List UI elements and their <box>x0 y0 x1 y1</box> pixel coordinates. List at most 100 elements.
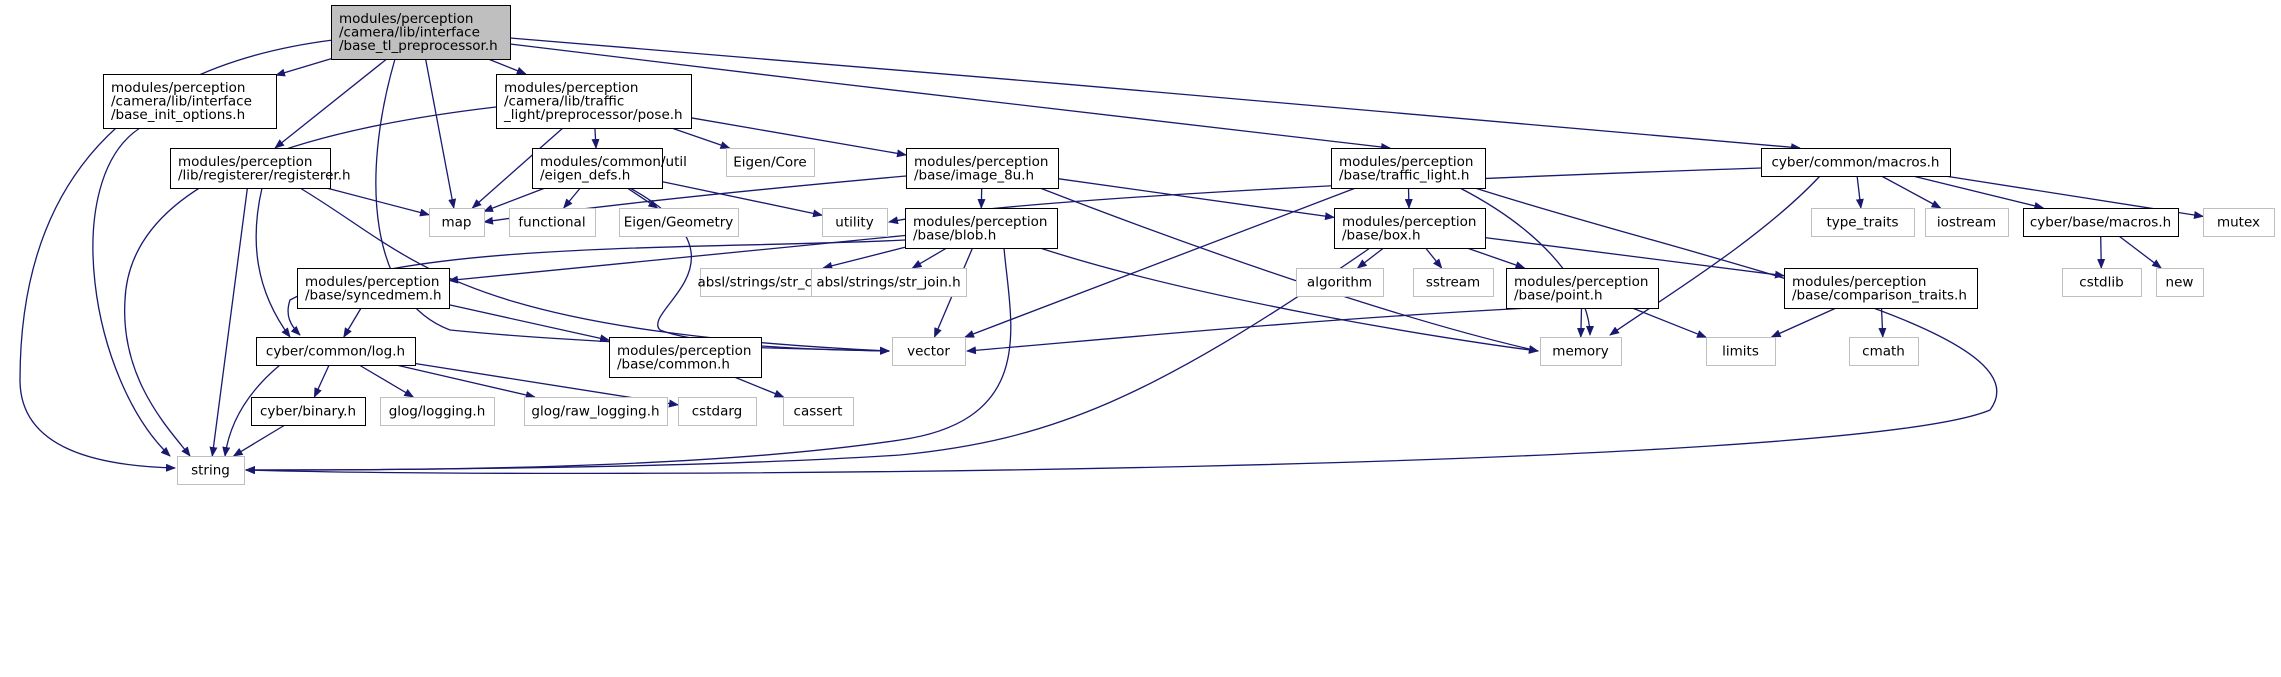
node-label-line: cmath <box>1862 344 1905 360</box>
node-box <box>251 397 366 426</box>
edge-box-to-algorithm <box>1356 247 1384 269</box>
node-init-options[interactable]: modules/perception/camera/lib/interface/… <box>103 74 277 129</box>
node-utility: utility <box>822 208 888 237</box>
node-eigen-defs[interactable]: modules/common/util/eigen_defs.h <box>532 148 687 189</box>
edge-cyber_macros-to-base_macros <box>1912 175 2045 210</box>
edge-point-to-vector <box>966 307 1531 355</box>
node-box <box>609 337 762 378</box>
node-syncedmem[interactable]: modules/perception/base/syncedmem.h <box>297 268 450 309</box>
edge-pose-to-string <box>124 106 497 457</box>
node-label-line: Eigen/Core <box>733 155 807 171</box>
edge-box-to-string <box>245 247 1371 474</box>
node-box <box>2156 268 2204 297</box>
node-cstdarg: cstdarg <box>678 397 757 426</box>
node-box <box>811 268 967 297</box>
node-label-line: /lib/registerer/registerer.h <box>178 167 351 183</box>
edge-comparison-to-cmath <box>1878 307 1887 338</box>
node-label-line: absl/strings/str_cat.h <box>698 275 839 291</box>
node-box <box>380 397 495 426</box>
edge-point-to-memory <box>1577 307 1586 338</box>
node-memory: memory <box>1540 337 1622 366</box>
edge-common-to-cassert <box>734 376 785 398</box>
edge-base_macros-to-cstdlib <box>2097 235 2106 269</box>
node-root[interactable]: modules/perception/camera/lib/interface/… <box>331 5 511 60</box>
node-cyber-macros[interactable]: cyber/common/macros.h <box>1761 148 1951 177</box>
node-label-line: modules/perception <box>1339 154 1473 170</box>
node-map: map <box>429 208 485 237</box>
node-label-line: /base/traffic_light.h <box>1339 167 1469 183</box>
edge-box-to-comparison <box>1484 236 1785 279</box>
node-label-line: modules/perception <box>617 343 751 359</box>
edge-box-to-sstream <box>1425 247 1443 269</box>
node-log[interactable]: cyber/common/log.h <box>256 337 416 366</box>
node-label-line: glog/raw_logging.h <box>531 404 659 420</box>
node-box <box>1506 268 1659 309</box>
edge-root-to-init_options <box>275 58 332 77</box>
edge-pose-to-map <box>471 127 564 209</box>
edge-blob-to-log <box>287 239 906 336</box>
node-label-line: map <box>442 215 472 231</box>
node-label-line: modules/perception <box>1342 214 1476 230</box>
node-label-line: modules/perception <box>111 80 245 96</box>
edge-cyber_macros-to-iostream <box>1881 175 1942 209</box>
node-label-line: modules/perception <box>913 214 1047 230</box>
edge-traffic_light-to-string <box>245 187 1998 475</box>
node-box <box>331 5 511 60</box>
node-label-line: /base_tl_preprocessor.h <box>339 38 498 54</box>
edge-syncedmem-to-common <box>448 304 610 343</box>
node-label-line: cyber/base/macros.h <box>2030 215 2171 231</box>
node-box <box>905 208 1058 249</box>
node-label-line: iostream <box>1937 215 1996 231</box>
node-label-line: absl/strings/str_join.h <box>816 275 960 291</box>
node-label-line: /camera/lib/interface <box>111 94 252 110</box>
node-box <box>783 397 854 426</box>
node-box <box>1331 148 1486 189</box>
node-label-line: /base/box.h <box>1342 227 1421 243</box>
node-registerer[interactable]: modules/perception/lib/registerer/regist… <box>170 148 351 189</box>
node-binary[interactable]: cyber/binary.h <box>251 397 366 426</box>
edge-base_macros-to-new <box>2118 235 2162 269</box>
node-vector: vector <box>892 337 966 366</box>
node-box <box>1761 148 1951 177</box>
node-eigen-geometry: Eigen/Geometry <box>619 208 739 237</box>
node-comparison[interactable]: modules/perception/base/comparison_trait… <box>1784 268 1978 309</box>
node-label-line: /base/point.h <box>1514 287 1603 303</box>
node-label-line: cstdarg <box>692 404 742 420</box>
node-label-line: cyber/common/log.h <box>266 344 405 360</box>
node-layer: modules/perception/camera/lib/interface /… <box>103 5 2275 485</box>
edge-log-to-string <box>222 364 281 457</box>
node-box <box>524 397 668 426</box>
node-label-line: modules/common/util <box>540 154 687 170</box>
edge-pose-to-eigen_defs <box>591 127 600 149</box>
node-box <box>429 208 485 237</box>
node-box[interactable]: modules/perception/base/box.h <box>1334 208 1486 249</box>
node-cmath: cmath <box>1849 337 1919 366</box>
node-box <box>1334 208 1486 249</box>
edge-eigen_defs-to-map <box>483 187 546 213</box>
edge-syncedmem-to-log <box>343 307 362 338</box>
node-iostream: iostream <box>1925 208 2009 237</box>
node-box <box>726 148 815 177</box>
node-label-line: modules/perception <box>504 80 638 96</box>
edge-eigen_defs-to-eigen_geometry <box>626 187 659 209</box>
node-label-line: string <box>191 463 230 479</box>
node-image8u[interactable]: modules/perception/base/image_8u.h <box>906 148 1059 189</box>
node-point[interactable]: modules/perception/base/point.h <box>1506 268 1659 309</box>
node-pose[interactable]: modules/perception/camera/lib/traffic_li… <box>496 74 692 129</box>
node-box <box>103 74 277 129</box>
node-traffic-light[interactable]: modules/perception/base/traffic_light.h <box>1331 148 1486 189</box>
edge-binary-to-string <box>232 424 286 457</box>
edge-image8u-to-box <box>1057 178 1335 221</box>
node-blob[interactable]: modules/perception/base/blob.h <box>905 208 1058 249</box>
node-box <box>177 456 245 485</box>
node-common[interactable]: modules/perception/base/common.h <box>609 337 762 378</box>
node-label-line: cstdlib <box>2079 275 2123 291</box>
edge-root-to-map <box>424 58 457 209</box>
node-box <box>2023 208 2179 237</box>
edge-blob-to-str_cat <box>822 246 906 270</box>
edge-traffic_light-to-memory <box>1459 187 1594 336</box>
node-label-line: /base/blob.h <box>913 227 996 243</box>
node-label-line: /camera/lib/traffic <box>504 94 624 110</box>
node-box <box>906 148 1059 189</box>
node-base-macros[interactable]: cyber/base/macros.h <box>2023 208 2179 237</box>
